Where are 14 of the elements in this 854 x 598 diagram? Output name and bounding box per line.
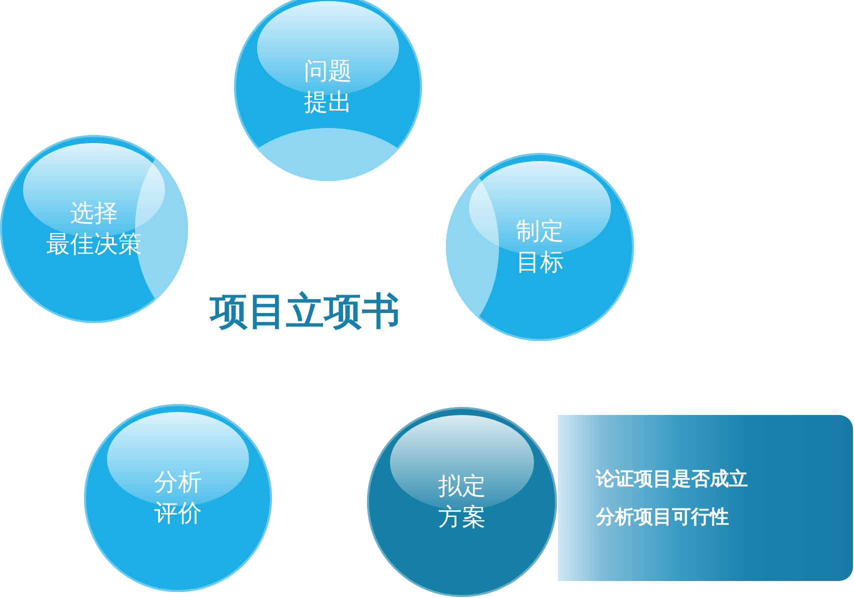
info-banner bbox=[558, 415, 853, 581]
title-text: 项目立项书 bbox=[210, 288, 400, 335]
banner-text: 分析项目可行性 bbox=[596, 505, 730, 530]
bubble-label: 分析 bbox=[154, 467, 202, 498]
bubble-label: 拟定 bbox=[438, 471, 486, 502]
bubble-label: 选择 bbox=[70, 198, 118, 229]
bubble-label: 问题 bbox=[304, 56, 352, 87]
bubble-label: 最佳决策 bbox=[46, 229, 142, 260]
bubble-label: 方案 bbox=[438, 502, 486, 533]
bubble-label: 目标 bbox=[516, 247, 564, 278]
bubble-label: 评价 bbox=[154, 498, 202, 529]
bubble-label: 提出 bbox=[304, 87, 352, 118]
banner-text: 论证项目是否成立 bbox=[596, 467, 749, 492]
bubble-label: 制定 bbox=[516, 216, 564, 247]
